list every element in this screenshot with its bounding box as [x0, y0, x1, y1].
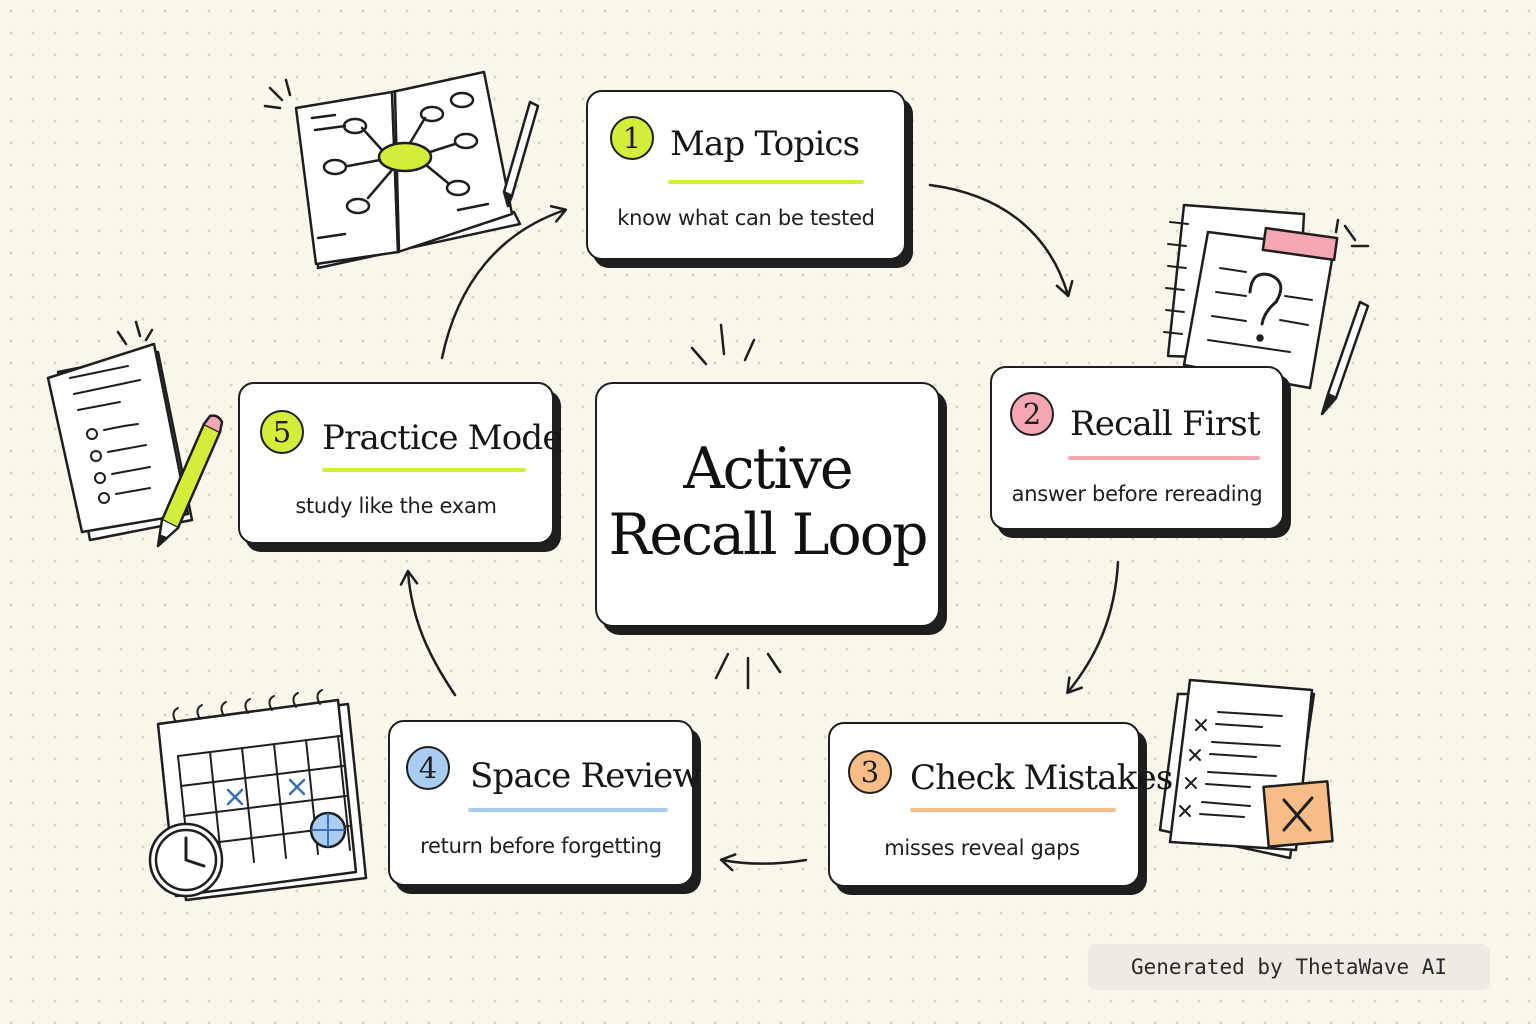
step-number-badge: 5 [260, 410, 304, 454]
generated-by-credit: Generated by ThetaWave AI [1088, 944, 1490, 990]
quiz-sheet-pencil-icon [46, 320, 224, 548]
step-title: Recall First [1070, 404, 1261, 444]
step-card-map-topics: 1 Map Topics know what can be tested [586, 90, 906, 260]
step-title: Space Review [470, 756, 702, 796]
arrow-5-to-1 [440, 205, 568, 360]
marked-checklist-icon [1158, 678, 1334, 860]
step-underline [668, 180, 864, 184]
step-number-badge: 4 [406, 746, 450, 790]
step-subtitle: return before forgetting [420, 834, 662, 858]
flow-arrows [399, 183, 1120, 872]
step-underline [1068, 456, 1260, 460]
arrow-4-to-5 [399, 569, 457, 697]
step-card-recall-first: 2 Recall First answer before rereading [990, 366, 1284, 530]
step-title: Practice Mode [322, 418, 563, 458]
sparkle-lines-icon [690, 323, 782, 690]
step-underline [322, 468, 526, 472]
step-underline [910, 808, 1116, 812]
center-title-card: Active Recall Loop [595, 382, 940, 627]
arrow-3-to-4 [719, 853, 808, 872]
step-card-space-review: 4 Space Review return before forgetting [388, 720, 702, 886]
step-title: Check Mistakes [910, 758, 1173, 798]
step-number-badge: 1 [610, 116, 654, 160]
step-subtitle: study like the exam [295, 494, 497, 518]
center-title-line-1: Active [683, 436, 853, 502]
calendar-clock-icon [148, 689, 368, 902]
step-subtitle: know what can be tested [617, 206, 875, 230]
step-subtitle: misses reveal gaps [884, 836, 1080, 860]
step-underline [468, 808, 668, 812]
mind-map-notebook-icon [263, 70, 540, 270]
step-number-badge: 3 [848, 750, 892, 794]
step-card-practice-mode: 5 Practice Mode study like the exam [238, 382, 563, 544]
center-title: Active Recall Loop [597, 436, 938, 568]
arrow-1-to-2 [928, 183, 1074, 298]
step-title: Map Topics [670, 124, 860, 164]
step-subtitle: answer before rereading [1011, 482, 1263, 506]
step-number-badge: 2 [1010, 392, 1054, 436]
arrow-2-to-3 [1066, 560, 1120, 695]
center-title-line-2: Recall Loop [608, 502, 928, 568]
question-notepad-icon [1163, 203, 1370, 416]
step-card-check-mistakes: 3 Check Mistakes misses reveal gaps [828, 722, 1173, 887]
